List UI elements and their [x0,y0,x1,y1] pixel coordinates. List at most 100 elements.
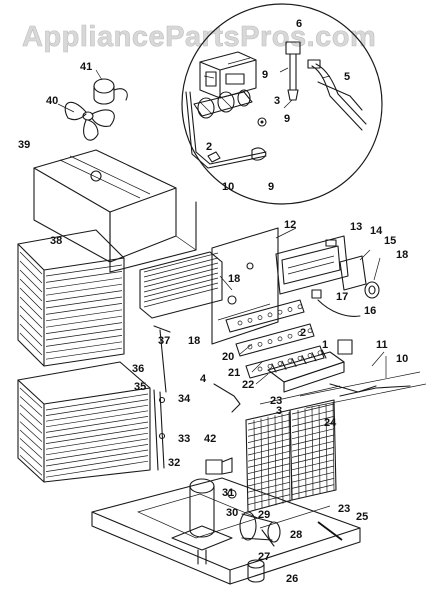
callout-24: 24 [324,417,337,429]
detail-line [253,419,256,511]
callout-17: 17 [336,291,348,303]
detail-line [291,416,335,427]
detail-line [247,469,291,481]
detail-line [45,427,149,444]
callout-28: 28 [290,529,302,541]
callout-4: 4 [200,373,207,385]
detail-hole [287,307,293,312]
detail-line [288,411,291,503]
detail-line [19,260,43,284]
detail-hole [277,336,283,342]
callout-27: 27 [258,551,270,563]
callout-19: 18 [188,335,200,347]
detail-line [281,360,287,370]
callout-33: 33 [178,433,190,445]
side-wrapper-grille [17,361,151,483]
detail-line [19,387,43,409]
callout-11: 12 [284,219,296,231]
detail-hole [257,315,263,320]
detail-line [19,278,43,302]
callout-9: 10 [396,353,408,365]
detail-line [247,438,291,450]
detail-hole [267,363,273,369]
detail-line [143,262,219,283]
detail-line [247,444,291,456]
leader-lines [57,67,387,385]
detail-line [45,347,123,360]
detail-line [45,335,123,347]
watermark: AppliancePartsPros.com [22,21,376,53]
callout-40: 40 [46,95,58,107]
detail-line [45,460,149,478]
callout-29: 29 [258,509,270,521]
gas-pipe [185,91,267,169]
detail-hole [247,317,253,323]
callout-20: 20 [222,351,234,363]
detail-line [45,322,123,334]
detail-line [19,412,43,434]
detail-line [45,455,149,472]
callout-10-detail: 10 [222,181,234,193]
part-28-clip [261,529,275,547]
detail-line [19,438,43,459]
detail-hole [257,341,263,347]
detail-line [45,404,149,422]
callout-6: 9 [262,69,268,81]
detail-hole [267,339,273,344]
callout-labels: 6 9 5 3 9 2 10 9 41 40 39 38 12 13 14 15… [18,18,408,585]
fan-blade [64,101,115,141]
detail-line [291,434,335,446]
detail-line [19,305,43,329]
detail-line [143,287,219,308]
detail-line [291,357,297,367]
pilot-bracket [207,151,221,163]
detail-line [19,296,43,320]
callout-35: 35 [134,381,146,393]
detail-line [291,453,335,464]
detail-hole [267,312,273,318]
detail-line [45,283,123,296]
detail-line [45,421,149,439]
callout-38: 38 [50,235,62,247]
pilot-assembly [251,147,267,161]
detail-line [45,438,149,456]
detail-line [45,341,123,354]
detail-line [19,323,43,347]
detail-line [45,264,123,277]
detail-line [45,309,123,322]
cabinet-shell [109,201,197,273]
condenser-coil [17,229,125,367]
mounting-brackets [153,325,171,471]
part-25-rod [317,521,343,541]
callout-21: 21 [228,367,240,379]
callout-18-center: 18 [228,273,240,285]
detail-line [19,429,43,451]
callout-5: 5 [344,71,350,83]
detail-line [247,426,291,437]
detail-line [45,271,123,283]
part-4-hose [213,383,241,413]
detail-line [332,401,335,491]
detail-line [247,450,291,462]
callout-36: 36 [132,363,144,375]
detail-line [19,454,43,476]
detail-line [301,355,307,365]
grille-rail [259,385,341,405]
detail-hole [287,333,293,339]
callout-1: 1 [322,339,328,351]
detail-line [45,416,149,433]
detail-line [247,457,291,468]
detail-line [291,447,335,458]
detail-line [19,251,43,275]
detail-hole [277,309,283,315]
callout-7: 9 [284,113,290,125]
front-grille-left [245,409,293,513]
detail-line [311,352,317,362]
callout-31: 31 [222,487,234,499]
detail-line [45,296,123,309]
bulkhead-panel [211,227,279,345]
callout-26: 26 [286,573,298,585]
detail-line [321,349,327,359]
burner-tube-array [225,299,325,379]
